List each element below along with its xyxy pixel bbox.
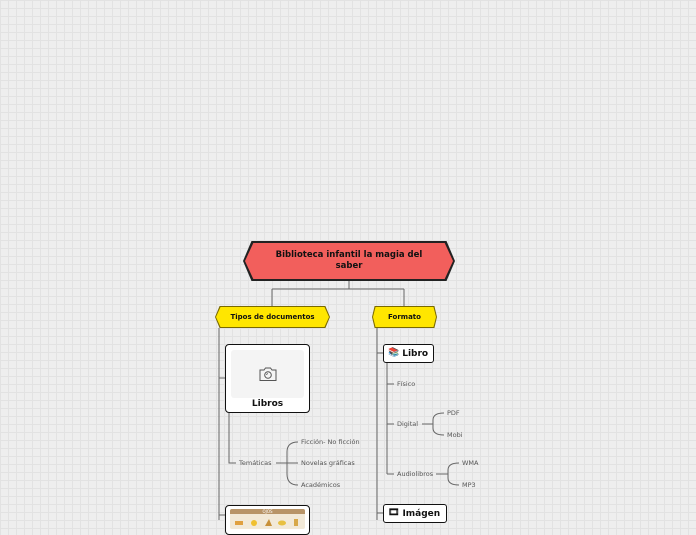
topic-label: Formato: [373, 307, 436, 327]
connector-tematicas-leaves: [276, 441, 299, 486]
topic-formato[interactable]: Formato: [372, 306, 437, 328]
image-card[interactable]: OJOS: [225, 505, 310, 535]
fisico-label[interactable]: Físico: [397, 380, 416, 388]
audio-item[interactable]: WMA: [462, 459, 479, 467]
libros-label: Libros: [251, 399, 284, 409]
digital-item[interactable]: Mobi: [447, 431, 463, 439]
tematica-item[interactable]: Ficción- No ficción: [301, 438, 360, 446]
tematica-item[interactable]: Novelas gráficas: [301, 459, 355, 467]
libros-card[interactable]: Libros: [225, 344, 310, 413]
topic-tipos-de-documentos[interactable]: Tipos de documentos: [215, 306, 330, 328]
tematicas-label[interactable]: Temáticas: [239, 459, 272, 467]
central-topic[interactable]: Biblioteca infantil la magia del saber: [243, 241, 455, 281]
image-placeholder: [231, 350, 304, 398]
digital-label[interactable]: Digital: [397, 420, 419, 428]
connector-audiolibros-leaves: [436, 462, 460, 486]
connector-libro-children: [386, 363, 394, 475]
libro-node[interactable]: 📚 Libro: [383, 344, 434, 363]
thumbnail-image: OJOS: [230, 509, 305, 529]
connector-digital-leaves: [422, 412, 445, 436]
connector-tipos-spine: [218, 328, 225, 520]
connector-libros-tematicas: [228, 413, 236, 464]
central-topic-title: Biblioteca infantil la magia del saber: [245, 243, 453, 279]
connector-root: [271, 281, 405, 306]
camera-icon: [259, 367, 276, 381]
audiolibros-label[interactable]: Audiolibros: [397, 470, 434, 478]
imagen-label: Imágen: [402, 508, 441, 519]
topic-label: Tipos de documentos: [216, 307, 329, 327]
connector-lines: [218, 281, 460, 520]
connector-formato-spine: [376, 328, 383, 520]
digital-item[interactable]: PDF: [447, 409, 460, 417]
thumbnail-illustration: [235, 519, 298, 526]
libro-label: Libro: [402, 348, 429, 359]
film-icon: 🎞: [388, 508, 400, 518]
imagen-node[interactable]: 🎞 Imágen: [383, 504, 447, 523]
book-icon: 📚: [388, 348, 400, 358]
audio-item[interactable]: MP3: [462, 481, 476, 489]
thumbnail-title: OJOS: [230, 509, 305, 514]
tematica-item[interactable]: Académicos: [301, 481, 341, 489]
